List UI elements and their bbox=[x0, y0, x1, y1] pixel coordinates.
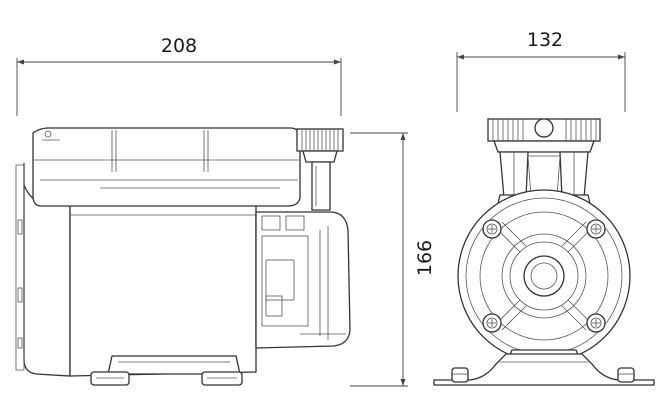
bolt-icon bbox=[482, 313, 502, 333]
pump-front-view bbox=[433, 118, 655, 386]
front-width-dimension: 132 bbox=[456, 29, 626, 112]
height-label: 166 bbox=[414, 240, 436, 276]
bolt-icon bbox=[482, 219, 502, 239]
bolt-icon bbox=[586, 219, 606, 239]
side-width-dimension: 208 bbox=[16, 35, 342, 116]
pump-side-view bbox=[15, 127, 351, 386]
bolt-icon bbox=[586, 313, 606, 333]
front-width-label: 132 bbox=[527, 29, 563, 51]
height-dimension: 166 bbox=[350, 132, 436, 387]
side-width-label: 208 bbox=[161, 35, 197, 57]
